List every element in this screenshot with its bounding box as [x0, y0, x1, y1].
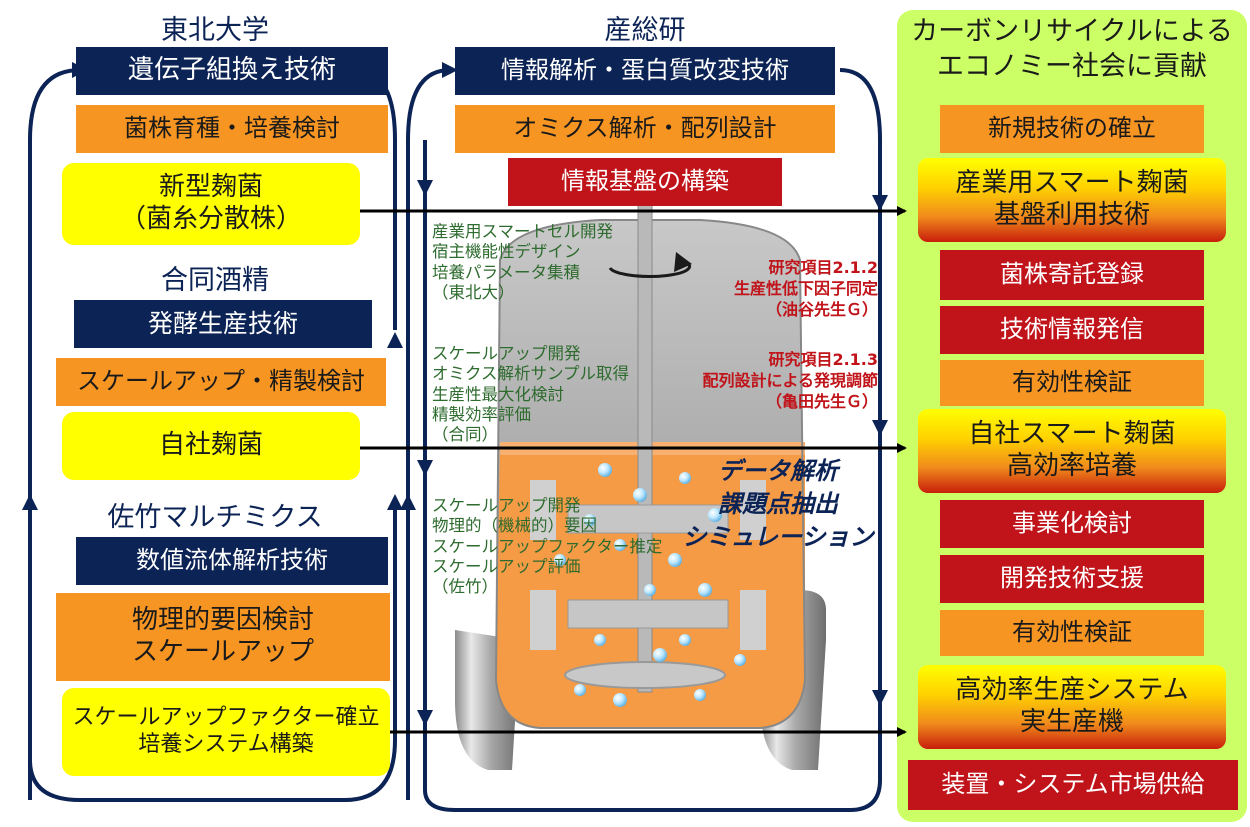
satake-study-box: 物理的要因検討 スケールアップ [56, 593, 390, 681]
outcome-own-smart-box: 自社スマート麹菌 高効率培養 [918, 409, 1226, 493]
bubble-icon [613, 693, 627, 707]
bubble-icon [574, 684, 586, 696]
bubble-icon [694, 689, 706, 701]
bubble-icon [679, 472, 691, 484]
cycle-arrowheads [22, 62, 888, 726]
outcome-new-tech-box: 新規技術の確立 [940, 105, 1204, 153]
aist-base-box: 情報基盤の構築 [508, 158, 782, 206]
tohoku-study-box: 菌株育種・培養検討 [76, 105, 388, 153]
godo-title: 合同酒精 [161, 265, 269, 296]
satake-note: スケールアップ開発 物理的（機械的）要因 スケールアップファクター推定 スケール… [432, 496, 663, 597]
research-item-2: 研究項目2.1.3 配列設計による発現調節 （亀田先生Ｇ） [702, 350, 878, 411]
outcome-title: カーボンリサイクルによる エコノミー社会に貢献 [911, 16, 1233, 83]
outcome-business-box: 事業化検討 [940, 500, 1204, 548]
outcome-smart-base-box: 産業用スマート麹菌 基盤利用技術 [918, 158, 1226, 242]
godo-study-box: スケールアップ・精製検討 [56, 358, 386, 406]
bubble-icon [708, 508, 722, 522]
satake-title: 佐竹マルチミクス [107, 502, 323, 533]
satake-result-box: スケールアップファクター確立 培養システム構築 [62, 688, 390, 776]
outcome-info-box: 技術情報発信 [940, 306, 1204, 354]
bubble-icon [668, 553, 682, 567]
bubble-icon [614, 539, 626, 551]
bubbles [554, 463, 746, 707]
bubble-icon [653, 648, 667, 662]
analysis-text: データ解析 課題点抽出 シミュレーション [682, 457, 874, 552]
research-item-1: 研究項目2.1.2 生産性低下因子同定 （油谷先生Ｇ） [733, 258, 878, 319]
tohoku-note: 産業用スマートセル開発 宿主機能性デザイン 培養パラメータ集積 （東北大） [432, 222, 614, 302]
bubble-icon [584, 514, 596, 526]
flow-arrow-icon [360, 206, 907, 737]
bubble-icon [679, 634, 691, 646]
satake-tech-box: 数値流体解析技術 [76, 537, 388, 585]
tohoku-title: 東北大学 [161, 15, 269, 46]
bubble-icon [598, 463, 612, 477]
aist-tech-box: 情報解析・蛋白質改変技術 [455, 47, 835, 95]
bubble-icon [644, 584, 656, 596]
bubble-icon [633, 488, 647, 502]
godo-tech-box: 発酵生産技術 [74, 300, 372, 348]
bubble-icon [734, 654, 746, 666]
bubble-icon [554, 554, 566, 566]
outcome-verify-2-box: 有効性検証 [940, 610, 1204, 656]
rotation-arrow-icon [608, 252, 692, 278]
bubble-icon [594, 634, 606, 646]
godo-note: スケールアップ開発 オミクス解析サンプル取得 生産性最大化検討 精製効率評価 （… [432, 344, 630, 445]
outcome-verify-1-box: 有効性検証 [940, 360, 1204, 406]
outcome-system-box: 高効率生産システム 実生産機 [918, 665, 1226, 749]
outcome-support-box: 開発技術支援 [940, 555, 1204, 603]
tohoku-strain-box: 新型麹菌 （菌糸分散株） [62, 163, 360, 245]
outcome-deposit-box: 菌株寄託登録 [940, 250, 1204, 300]
bubble-icon [698, 583, 712, 597]
godo-strain-box: 自社麹菌 [62, 412, 360, 480]
tohoku-tech-box: 遺伝子組換え技術 [76, 47, 388, 95]
outcome-market-box: 装置・システム市場供給 [908, 760, 1238, 810]
aist-study-box: オミクス解析・配列設計 [455, 105, 835, 153]
aist-title: 産総研 [604, 15, 686, 46]
